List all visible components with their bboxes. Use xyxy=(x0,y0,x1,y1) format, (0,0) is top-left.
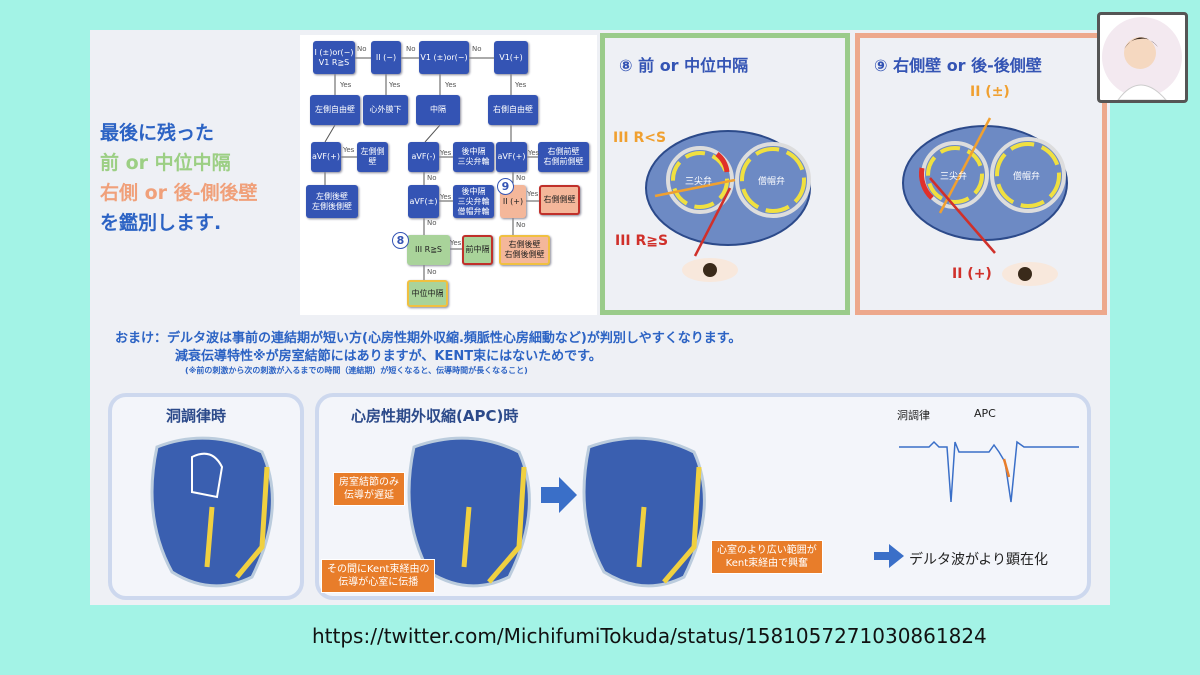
yes-label: Yes xyxy=(343,146,355,154)
no-label: No xyxy=(427,219,437,227)
flowchart-arrows xyxy=(324,57,539,280)
sinus-title: 洞調律時 xyxy=(166,407,227,425)
yes-label: Yes xyxy=(340,81,352,89)
flowchart: I (±)or(−) V1 R≧S II (−) V1 (±)or(−) V1(… xyxy=(300,35,597,315)
flow-box: 中隔 xyxy=(416,95,460,125)
panel-9: ⑨ 右側壁 or 後-後側壁 II (±) II (+) 三尖弁 僧帽弁 xyxy=(855,33,1107,315)
flow-box: I (±)or(−) V1 R≧S xyxy=(313,41,355,74)
no-label: No xyxy=(516,174,526,182)
no-label: No xyxy=(427,174,437,182)
no-label: No xyxy=(516,221,526,229)
intro-line1: 最後に残った xyxy=(100,122,215,144)
apc-panel: 心房性期外収縮(APC)時 房室結節のみ 伝導が遅延 その間にKent束経由の … xyxy=(315,393,1091,600)
flow-box: 右側自由壁 xyxy=(488,95,538,125)
yes-label: Yes xyxy=(528,149,540,157)
flow-box: 右側側壁 xyxy=(539,185,580,215)
mitral-label: 僧帽弁 xyxy=(1013,172,1041,182)
tricuspid-label: 三尖弁 xyxy=(940,172,968,182)
note-line2: 減衰伝導特性※が房室結節にはありますが、KENT束にはないためです。 xyxy=(175,349,602,364)
flow-box: 左側後壁 左側後側壁 xyxy=(306,185,358,218)
callout-kent-conduction: その間にKent束経由の 伝導が心室に伝播 xyxy=(321,559,436,593)
flow-box: 右側後壁 右側後側壁 xyxy=(499,235,550,265)
label-II-plus: II (+) xyxy=(952,266,992,282)
note-line3: (※前の刺激から次の刺激が入るまでの時間（連結期）が短くなると、伝導時間が長くな… xyxy=(185,366,528,375)
tricuspid-label: 三尖弁 xyxy=(685,177,713,187)
flow-box: aVF(-) xyxy=(408,142,439,172)
step-9-badge: 9 xyxy=(497,178,514,195)
flow-box: II (−) xyxy=(371,41,401,74)
flow-box: III R≧S xyxy=(407,235,450,265)
flow-box: aVF(+) xyxy=(311,142,341,172)
panel-8-title: ⑧ 前 or 中位中隔 xyxy=(619,56,749,75)
sinus-panel: 洞調律時 xyxy=(108,393,304,600)
flow-box: 右側前壁 右側前側壁 xyxy=(538,142,589,172)
result-text: デルタ波がより顕在化 xyxy=(909,552,1049,568)
apc-illustrations xyxy=(407,436,1079,588)
intro-text: 最後に残った 前 or 中位中隔 右側 or 後-側後壁 を鑑別します. xyxy=(90,30,300,315)
yes-label: Yes xyxy=(389,81,401,89)
ecg-apc-label: APC xyxy=(974,407,996,420)
panel-8: ⑧ 前 or 中位中隔 III R<S III R≧S 三尖弁 僧帽弁 xyxy=(600,33,850,315)
flow-box: aVF(±) xyxy=(408,185,439,218)
label-II-pm: II (±) xyxy=(970,84,1010,100)
yes-label: Yes xyxy=(450,239,462,247)
label-III-R-ge-S: III R≧S xyxy=(615,233,669,249)
flow-box: V1 (±)or(−) xyxy=(419,41,469,74)
source-url[interactable]: https://twitter.com/MichifumiTokuda/stat… xyxy=(312,624,987,648)
flow-box: 後中隔 三尖弁輪 xyxy=(453,142,494,172)
avatar-icon xyxy=(1102,17,1182,101)
flow-box: V1(+) xyxy=(494,41,528,74)
heart-cross-section-8 xyxy=(645,130,811,282)
yes-label: Yes xyxy=(445,81,457,89)
apc-title: 心房性期外収縮(APC)時 xyxy=(351,407,519,425)
flow-box: aVF(+) xyxy=(496,142,527,172)
no-label: No xyxy=(472,45,482,53)
no-label: No xyxy=(427,268,437,276)
mitral-label: 僧帽弁 xyxy=(758,177,786,187)
no-label: No xyxy=(357,45,367,53)
flow-box: 中位中隔 xyxy=(407,280,448,307)
label-III-R-lt-S: III R<S xyxy=(613,130,667,146)
note-line1: おまけ：デルタ波は事前の連結期が短い方(心房性期外収縮.頻脈性心房細動など)が判… xyxy=(115,331,742,346)
callout-av-delay: 房室結節のみ 伝導が遅延 xyxy=(333,472,405,506)
flow-box: 心外膜下 xyxy=(363,95,408,125)
yes-label: Yes xyxy=(515,81,527,89)
flow-box: 後中隔 三尖弁輪 僧帽弁輪 xyxy=(453,185,494,218)
avatar xyxy=(1097,12,1188,103)
yes-label: Yes xyxy=(440,149,452,157)
flow-box: 前中隔 xyxy=(462,235,493,265)
heart-illustration-sinus xyxy=(150,436,274,588)
yes-label: Yes xyxy=(440,193,452,201)
heart-cross-section-9 xyxy=(902,117,1068,286)
step-8-badge: 8 xyxy=(392,232,409,249)
flow-box: 左側側壁 xyxy=(357,142,388,172)
intro-line3: 右側 or 後-側後壁 xyxy=(100,182,258,204)
yes-label: Yes xyxy=(527,190,539,198)
note: おまけ：デルタ波は事前の連結期が短い方(心房性期外収縮.頻脈性心房細動など)が判… xyxy=(115,330,741,376)
flow-box: 左側自由壁 xyxy=(310,95,360,125)
intro-line4: を鑑別します. xyxy=(100,212,222,234)
intro-line2: 前 or 中位中隔 xyxy=(100,152,231,174)
panel-9-title: ⑨ 右側壁 or 後-後側壁 xyxy=(874,56,1042,75)
ecg-sinus-label: 洞調律 xyxy=(897,409,930,422)
callout-wider-excitation: 心室のより広い範囲が Kent束経由で興奮 xyxy=(711,540,823,574)
no-label: No xyxy=(406,45,416,53)
